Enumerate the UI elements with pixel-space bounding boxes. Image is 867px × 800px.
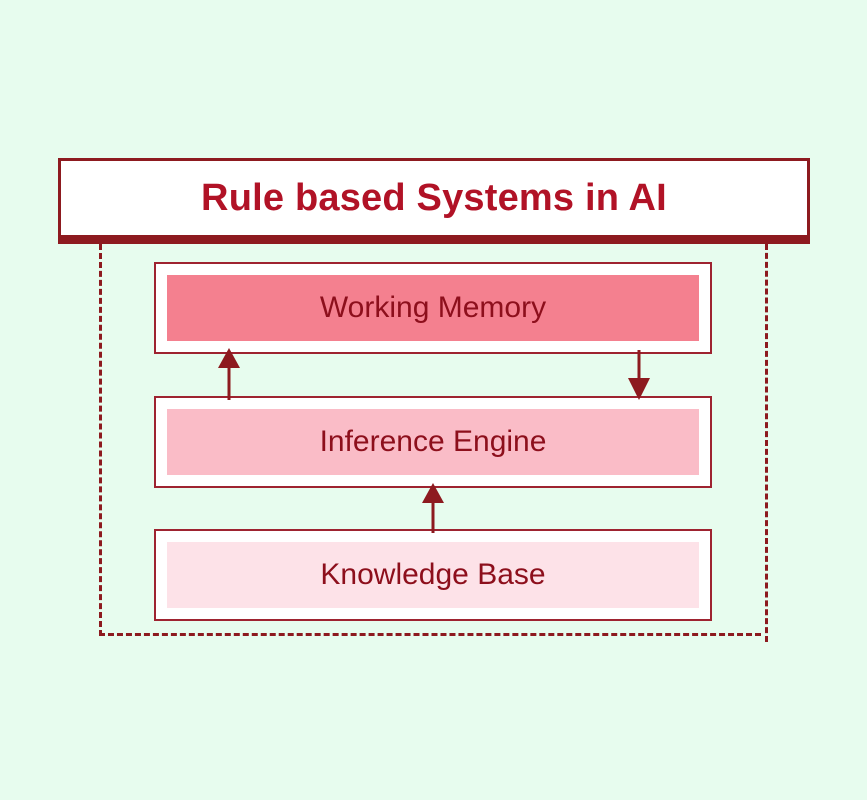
bracket-right-edge <box>765 244 768 642</box>
layer-label-inference-engine: Inference Engine <box>319 425 547 458</box>
layer-label-working-memory: Working Memory <box>319 291 547 324</box>
arrow-down-working-memory-to-inference <box>628 350 650 400</box>
layer-label-knowledge-base: Knowledge Base <box>320 558 546 591</box>
page-title: Rule based Systems in AI <box>201 176 667 219</box>
layer-box-inference-engine[interactable]: Inference Engine <box>154 396 712 488</box>
layer-box-working-memory[interactable]: Working Memory <box>154 262 712 354</box>
bracket-bottom-edge <box>99 633 761 636</box>
bracket-left-edge <box>99 244 102 636</box>
layer-box-knowledge-base[interactable]: Knowledge Base <box>154 529 712 621</box>
diagram-title-box: Rule based Systems in AI <box>58 158 810 244</box>
arrow-up-inference-to-working-memory <box>218 348 240 400</box>
layer-fill-inference-engine: Inference Engine <box>167 409 699 475</box>
layer-fill-working-memory: Working Memory <box>167 275 699 341</box>
layer-fill-knowledge-base: Knowledge Base <box>167 542 699 608</box>
arrow-up-knowledge-base-to-inference <box>422 483 444 533</box>
